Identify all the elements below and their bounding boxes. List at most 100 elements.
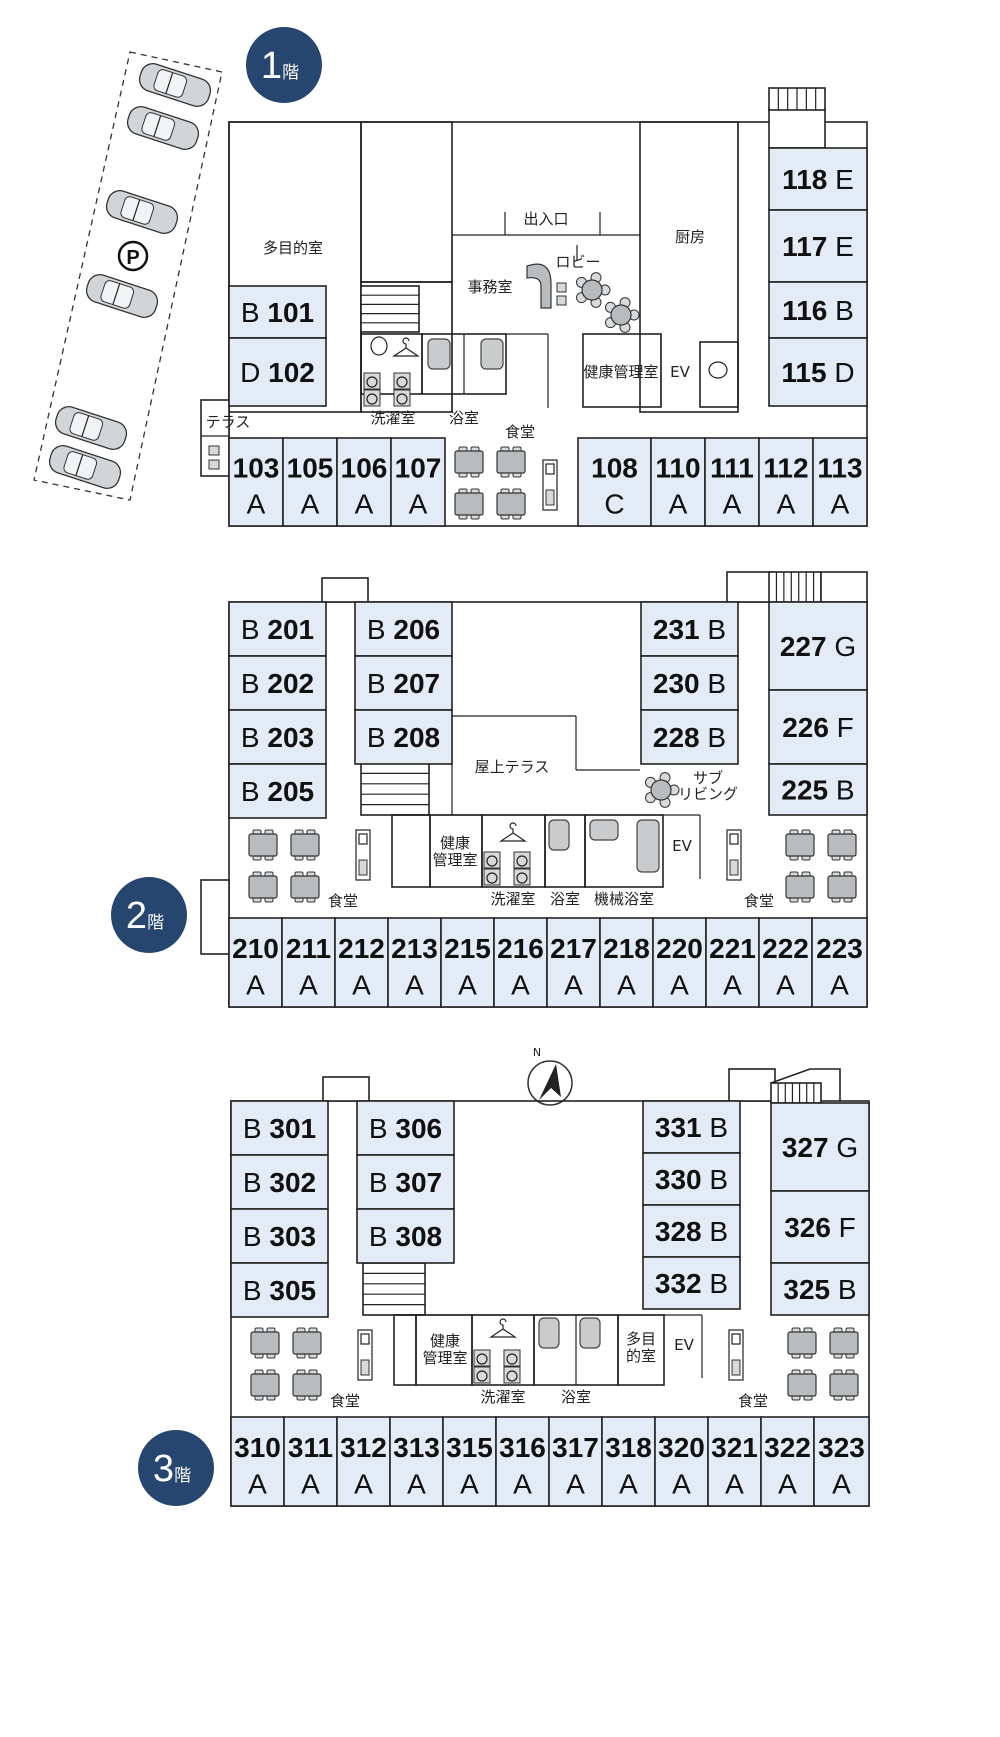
room-label: B 208: [367, 722, 440, 753]
dining-table-icon: [454, 488, 484, 520]
room-116: 116 B: [768, 281, 868, 339]
dining-table-icon: [827, 871, 857, 903]
washing-machine-icon: [393, 389, 411, 407]
counter-sink: [545, 463, 555, 475]
room-label: B 308: [369, 1221, 442, 1252]
ev-label: EV: [672, 837, 692, 855]
room-box: [640, 709, 739, 765]
room-number: 303: [269, 1221, 316, 1252]
room-type: B: [700, 722, 726, 753]
room-type: B: [241, 297, 267, 328]
badge-text: 3階: [153, 1448, 191, 1490]
dining-table-icon: [785, 829, 815, 861]
round-table-icon: [644, 772, 680, 808]
floor-badge: 2階: [111, 877, 187, 953]
room-number: 215: [444, 933, 491, 964]
table-top: [250, 1331, 280, 1355]
room-number: 321: [711, 1432, 758, 1463]
room-box: [354, 655, 453, 711]
floor-badges: 1階 2階 3階: [111, 27, 322, 1506]
car-window: [100, 280, 135, 309]
room-label: 225 B: [781, 775, 854, 806]
entrance-label: 出入口: [523, 210, 568, 228]
room-box: [642, 1100, 741, 1154]
round-table-icon: [575, 272, 611, 308]
dining-table-icon: [292, 1327, 322, 1359]
table-top: [787, 1373, 817, 1397]
room-box: [354, 601, 453, 657]
room-326: 326 F: [770, 1190, 870, 1264]
room-number: 116: [782, 295, 827, 326]
kitchen-label: 厨房: [675, 228, 705, 246]
room-box: [230, 1100, 329, 1156]
room-number: 220: [656, 933, 703, 964]
room-number: 228: [653, 722, 700, 753]
counter-top: [358, 859, 368, 876]
room-box: [770, 1102, 870, 1192]
room-number: 112: [763, 453, 808, 484]
mech-bath-label: 機械浴室: [594, 890, 654, 908]
room-box: [336, 1416, 391, 1507]
car-divider: [132, 199, 141, 221]
room-box: [228, 655, 327, 711]
room-102: D 102: [228, 337, 327, 407]
toilet-icon: [370, 336, 388, 356]
room-type: B: [241, 614, 267, 645]
room-box: [770, 1190, 870, 1264]
room-box: [770, 1262, 870, 1316]
room-number: 117: [782, 231, 827, 262]
room-number: 320: [658, 1432, 705, 1463]
room-number: 212: [338, 933, 385, 964]
counter-sink: [360, 1333, 370, 1345]
room-box: [768, 763, 868, 816]
room-type: A: [778, 1469, 797, 1500]
room-box: [356, 1154, 455, 1210]
room-type: F: [829, 712, 854, 743]
ev-label: EV: [674, 1336, 694, 1354]
room-228: 228 B: [640, 709, 739, 765]
room-type: A: [248, 1469, 267, 1500]
floor-badge: 1階: [246, 27, 322, 103]
room-label: B 303: [243, 1221, 316, 1252]
room-101: B 101: [228, 285, 327, 339]
compass-label: N: [533, 1046, 541, 1059]
room-206: B 206: [354, 601, 453, 657]
chair: [556, 282, 567, 293]
lobby-label: ロビー: [555, 253, 600, 271]
room-207: B 207: [354, 655, 453, 711]
room-number: 201: [267, 614, 314, 645]
room-type: B: [830, 1274, 856, 1305]
room-label: 332 B: [655, 1268, 728, 1299]
washer-drum: [516, 855, 528, 867]
room-box: [442, 1416, 497, 1507]
service-2a: [391, 814, 431, 888]
terrace-label: テラス: [206, 413, 251, 431]
room-type: A: [672, 1469, 691, 1500]
washer-drum: [486, 855, 498, 867]
stairs-box: [360, 285, 420, 333]
room-201: B 201: [228, 601, 327, 657]
room-301: B 301: [230, 1100, 329, 1156]
stair-head-3l: [322, 1076, 370, 1102]
stair-side-2r: [820, 571, 868, 603]
table-top: [292, 1373, 322, 1397]
dining-table-icon: [248, 871, 278, 903]
room-label: 230 B: [653, 668, 726, 699]
room-type: A: [564, 970, 583, 1001]
washing-machine-icon: [503, 1349, 521, 1367]
room-type: G: [827, 631, 857, 662]
bath-label: 浴室: [550, 890, 580, 908]
room-number: 226: [782, 712, 829, 743]
counter-body: [726, 829, 742, 881]
dining-label: 食堂: [330, 1392, 360, 1410]
room-number: 325: [783, 1274, 830, 1305]
room-box: [548, 1416, 603, 1507]
